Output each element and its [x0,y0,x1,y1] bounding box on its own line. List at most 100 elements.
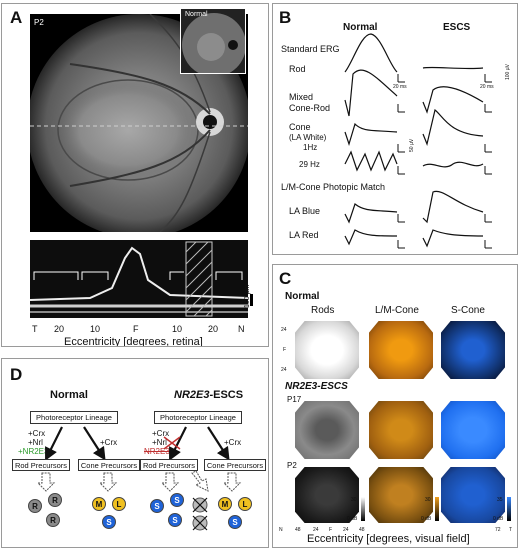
scale-100uv-a: 100 µV [505,64,511,80]
panel-d-label: D [10,365,23,384]
cell-rod-3: R [46,513,60,527]
dcell-cone-s: S [228,515,242,529]
tick-20r: 20 [208,324,219,334]
c-xtick-24a: 24 [313,527,319,533]
c-col-rods: Rods [311,305,335,316]
factor-crx-r: +Crx [100,438,118,447]
cell-cone-m: M [92,497,106,511]
dfactor-nr2e3: NR2E3 [144,447,170,456]
row-la-blue: LA Blue [289,206,321,216]
dcell-s-3: S [168,513,182,527]
dcell-cone-l: L [238,497,252,511]
cone-precursors-disease: Cone Precursors [204,459,266,471]
cone-precursors-normal: Cone Precursors [78,459,140,471]
panel-a-label: A [10,8,23,27]
tick-f: F [133,324,139,334]
tick-10r: 10 [172,324,183,334]
colorbar-lm [435,497,439,521]
heatmap-normal-lm [369,321,433,379]
rod-precursors-normal: Rod Precursors [12,459,70,471]
panel-d: D Normal NR2E3-ESCS Photoreceptor Lineag… [1,358,269,548]
panel-b-label: B [279,8,292,27]
c-xtick-f: F [329,527,333,533]
scale-50uv-a: 50 µV [409,138,415,152]
tick-n: N [238,324,245,334]
row-29hz: 29 Hz [299,160,320,169]
d-disease-suffix: -ESCS [209,389,244,401]
row-la-red: LA Red [289,230,319,240]
c-xtick-72: 72 [495,527,501,533]
patient-label: P2 [34,18,44,27]
scale-bar [250,294,253,306]
c-xtick-24b: 24 [343,527,349,533]
c-xtick-48a: 48 [295,527,301,533]
lineage-box-disease: Photoreceptor Lineage [154,411,242,424]
dfactor-nrl: +Nrl [152,438,167,447]
row-la-white: (LA White) [289,133,327,142]
cb-lm-lo: 0 dB [421,516,432,522]
panel-b: B Normal ESCS Standard ERG Rod Mixed Con… [272,3,518,255]
d-disease-gene: NR2E3 [174,389,210,401]
cb-rods-hi: 30 [351,497,357,503]
row-rod: Rod [289,64,306,74]
factor-nrl: +Nrl [28,438,43,447]
cell-rod-2: R [48,493,62,507]
row-mixed: Mixed [289,92,314,102]
factor-crx: +Crx [28,429,46,438]
panel-c-label: C [279,269,292,288]
dcell-s-2: S [170,493,184,507]
row-cone-rod: Cone-Rod [289,103,331,113]
factor-nr2e3: +NR2E3 [18,447,49,456]
tick-20l: 20 [54,324,65,334]
cb-lm-hi: 30 [425,497,431,503]
dfactor-crx: +Crx [152,429,170,438]
c-ytick-3: 24 [281,367,287,373]
c-xtick-48b: 48 [359,527,365,533]
cb-rods-lo: 0 dB [347,516,358,522]
c-disease-title: NR2E3-ESCS [285,381,348,392]
erg-col-normal: Normal [343,22,378,33]
c-xtick-n: N [279,527,283,533]
panel-c: C Normal Rods L/M-Cone S-Cone NR2E3-ESCS… [272,264,518,548]
scale-20ms-a: 20 ms [393,84,407,90]
row-standard: Standard ERG [281,44,340,54]
c-p17: P17 [287,395,302,404]
crossed-cells [192,497,208,531]
d-normal-title: Normal [50,389,88,401]
normal-inset [180,8,246,74]
c-p2: P2 [287,461,297,470]
heatmap-normal-s [441,321,505,379]
panel-c-xlabel: Eccentricity [degrees, visual field] [307,533,470,545]
heatmap-p2-s [441,467,505,523]
d-disease-title: NR2E3-ESCS [174,389,243,401]
cell-cone-l: L [112,497,126,511]
tick-t: T [32,324,38,334]
erg-traces [344,33,492,249]
row-match: L/M-Cone Photopic Match [281,182,386,192]
heatmap-p2-lm [369,467,433,523]
cb-s-lo: 0 dB [493,516,504,522]
c-col-s: S-Cone [451,305,485,316]
dfactor-crx-r: +Crx [224,438,242,447]
scale-label: 100 µm [244,284,251,309]
c-col-lm: L/M-Cone [375,305,419,316]
c-normal-title: Normal [285,291,320,302]
c-ytick-2: F [283,347,287,353]
panel-a: A [1,3,269,347]
colorbar-rods [361,497,365,521]
cell-rod-1: R [28,499,42,513]
heatmap-p17-rods [295,401,359,459]
row-cone: Cone [289,122,311,132]
cb-s-hi: 35 [497,497,503,503]
colorbar-s [507,497,511,521]
heatmap-p2-rods [295,467,359,523]
inset-svg [182,13,245,73]
lineage-box-normal: Photoreceptor Lineage [30,411,118,424]
panel-a-xlabel: Eccentricity [degrees, retina] [64,336,203,347]
dcell-s-1: S [150,499,164,513]
cell-cone-s: S [102,515,116,529]
rod-precursors-disease: Rod Precursors [140,459,198,471]
scale-20ms-b: 20 ms [480,84,494,90]
row-1hz: 1Hz [303,143,318,152]
erg-col-escs: ESCS [443,22,471,33]
